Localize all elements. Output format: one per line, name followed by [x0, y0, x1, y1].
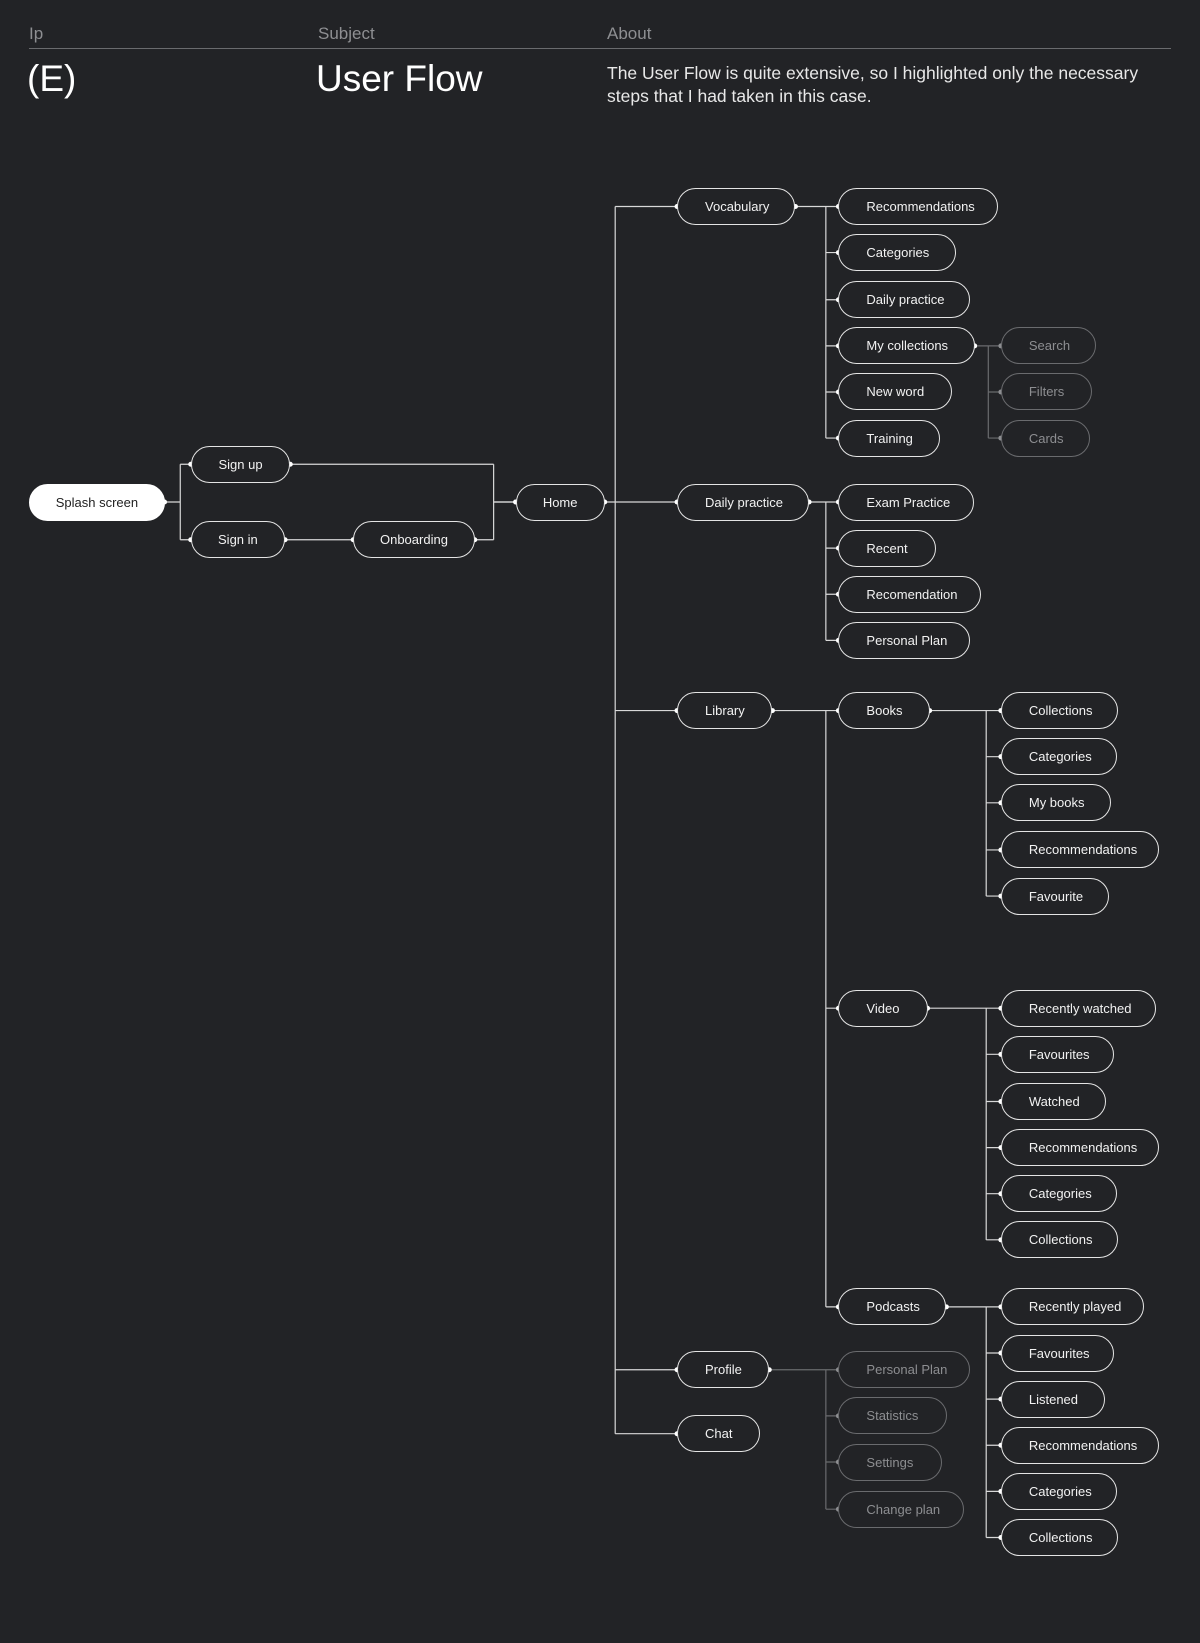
flow-node-vi-favourites[interactable]: Favourites [1000, 1035, 1115, 1073]
flow-node-v-mycollections[interactable]: My collections [838, 327, 975, 365]
flow-node-signin[interactable]: Sign in [190, 521, 286, 559]
flow-node-p-collections[interactable]: Collections [1000, 1518, 1119, 1556]
flow-node-mc-filters[interactable]: Filters [1000, 373, 1093, 411]
connector-line [290, 463, 516, 503]
flow-node-vi-recentlywatched[interactable]: Recently watched [1000, 989, 1156, 1027]
flow-node-v-training[interactable]: Training [838, 419, 941, 457]
flow-node-vi-recommendations[interactable]: Recommendations [1000, 1129, 1160, 1167]
connector-line [929, 709, 1001, 897]
flow-node-pr-personalplan[interactable]: Personal Plan [838, 1351, 971, 1389]
connector-line [795, 205, 839, 439]
ip-value: (E) [27, 58, 77, 99]
flow-node-v-newword[interactable]: New word [838, 373, 952, 411]
flow-node-chat[interactable]: Chat [677, 1415, 760, 1453]
flow-node-onboarding[interactable]: Onboarding [353, 521, 475, 559]
flow-node-v-categories[interactable]: Categories [838, 234, 956, 272]
flow-node-pr-settings[interactable]: Settings [838, 1443, 943, 1481]
connector-line [604, 205, 678, 1435]
flow-node-b-collections[interactable]: Collections [1000, 692, 1119, 730]
flow-node-profile[interactable]: Profile [677, 1351, 770, 1389]
page-title: User Flow [316, 58, 483, 99]
connector-line [769, 1369, 839, 1510]
flow-node-v-recommendations[interactable]: Recommendations [838, 187, 998, 225]
flow-node-books[interactable]: Books [838, 692, 930, 730]
flow-node-p-favourites[interactable]: Favourites [1000, 1334, 1115, 1372]
flow-node-d-recent[interactable]: Recent [838, 529, 936, 567]
flow-node-b-mybooks[interactable]: My books [1000, 784, 1111, 822]
flow-node-p-recommendations[interactable]: Recommendations [1000, 1426, 1160, 1464]
flow-node-vi-watched[interactable]: Watched [1000, 1082, 1106, 1120]
about-text: The User Flow is quite extensive, so I h… [607, 63, 1139, 106]
flow-node-d-recomendation[interactable]: Recomendation [838, 575, 981, 613]
connector-line [809, 501, 839, 641]
flow-node-home[interactable]: Home [515, 483, 605, 521]
connector-line [164, 463, 191, 541]
connector-line [772, 709, 839, 1308]
flow-node-pr-statistics[interactable]: Statistics [838, 1397, 948, 1435]
connector-line [974, 345, 1001, 439]
flow-node-library[interactable]: Library [677, 692, 773, 730]
flow-node-signup[interactable]: Sign up [190, 445, 291, 483]
flow-node-splash[interactable]: Splash screen [29, 483, 165, 521]
flow-node-d-exam[interactable]: Exam Practice [838, 483, 974, 521]
flow-node-mc-cards[interactable]: Cards [1000, 419, 1090, 457]
connector-line [474, 501, 516, 541]
flow-node-pr-changeplan[interactable]: Change plan [838, 1490, 965, 1528]
ip-label: Ip [29, 24, 44, 43]
flow-node-p-recentlyplayed[interactable]: Recently played [1000, 1288, 1145, 1326]
header-divider [29, 48, 1171, 49]
flow-node-video[interactable]: Video [838, 989, 928, 1027]
subject-label: Subject [318, 24, 375, 43]
flow-node-vocabulary[interactable]: Vocabulary [677, 187, 796, 225]
connector-line [927, 1007, 1001, 1241]
about-label: About [607, 24, 652, 43]
flow-node-vi-collections[interactable]: Collections [1000, 1221, 1119, 1259]
flow-node-b-favourite[interactable]: Favourite [1000, 877, 1109, 915]
flow-node-v-dailypractice[interactable]: Daily practice [838, 281, 971, 319]
flow-node-mc-search[interactable]: Search [1000, 327, 1097, 365]
flow-node-vi-categories[interactable]: Categories [1000, 1175, 1118, 1213]
flow-node-b-categories[interactable]: Categories [1000, 738, 1118, 776]
flow-node-d-personalplan[interactable]: Personal Plan [838, 621, 971, 659]
connector-line [946, 1306, 1001, 1539]
flow-node-dailypractice[interactable]: Daily practice [677, 483, 810, 521]
flow-node-p-listened[interactable]: Listened [1000, 1380, 1105, 1418]
flow-node-b-recommendations[interactable]: Recommendations [1000, 831, 1160, 869]
flow-node-p-categories[interactable]: Categories [1000, 1472, 1118, 1510]
flow-node-podcasts[interactable]: Podcasts [838, 1288, 947, 1326]
